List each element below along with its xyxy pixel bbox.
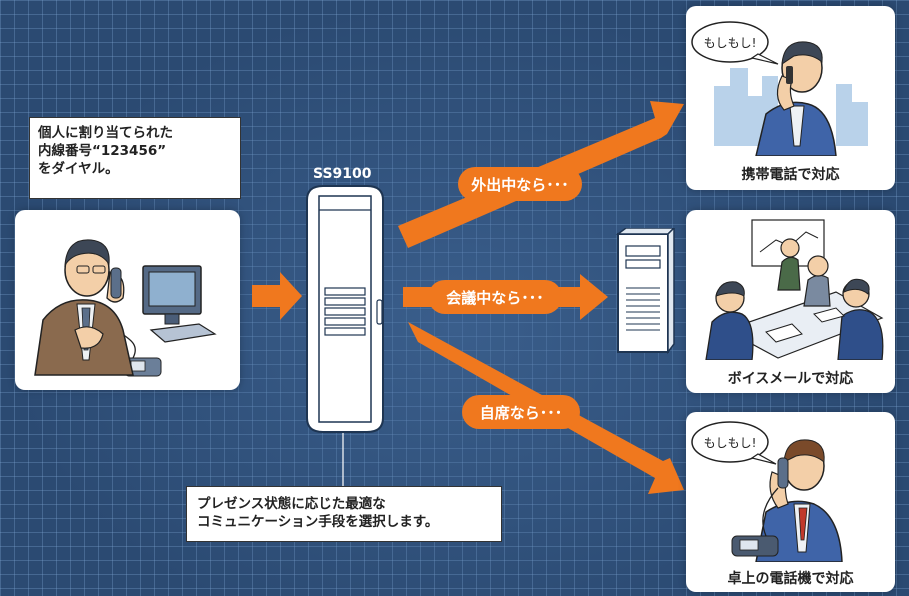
desk-phone-illustration: もしもし! <box>691 421 843 563</box>
desk-phone-speech-text: もしもし! <box>704 436 757 450</box>
voicemail-caption: ボイスメールで対応 <box>727 371 854 387</box>
server-rack <box>306 185 384 433</box>
presence-note-line2: コミュニケーション手段を選択します。 <box>197 514 439 530</box>
desk-phone-caption: 卓上の電話機で対応 <box>727 571 854 587</box>
mobile-speech-text: もしもし! <box>704 36 757 50</box>
arrow-to-mobile <box>398 101 684 248</box>
destination-voicemail-panel: ボイスメールで対応 <box>686 210 895 393</box>
destination-desk-phone-panel: もしもし! 卓上の電話機で対応 <box>686 412 895 592</box>
presence-note-line1: プレゼンス状態に応じた最適な <box>197 496 386 512</box>
caller-note: 個人に割り当てられた 内線番号“123456” をダイヤル。 <box>29 117 241 199</box>
destination-mobile-panel: もしもし! 携帯電話で対応 <box>686 6 895 190</box>
caller-illustration <box>34 239 217 377</box>
caller-note-line1: 個人に割り当てられた <box>38 125 173 141</box>
mobile-caption: 携帯電話で対応 <box>741 167 840 183</box>
arrow-to-voicemail <box>403 274 608 320</box>
server-model-label: SS9100 <box>313 166 372 182</box>
caller-note-line2: 内線番号“123456” <box>38 143 167 159</box>
caller-panel <box>15 210 240 390</box>
voicemail-server-icon <box>615 228 676 355</box>
caller-note-line3: をダイヤル。 <box>38 161 119 177</box>
mobile-illustration: もしもし! <box>691 21 868 157</box>
caller-to-server-arrow <box>252 272 302 320</box>
meeting-illustration <box>705 219 884 361</box>
presence-note: プレゼンス状態に応じた最適な コミュニケーション手段を選択します。 <box>186 486 502 542</box>
